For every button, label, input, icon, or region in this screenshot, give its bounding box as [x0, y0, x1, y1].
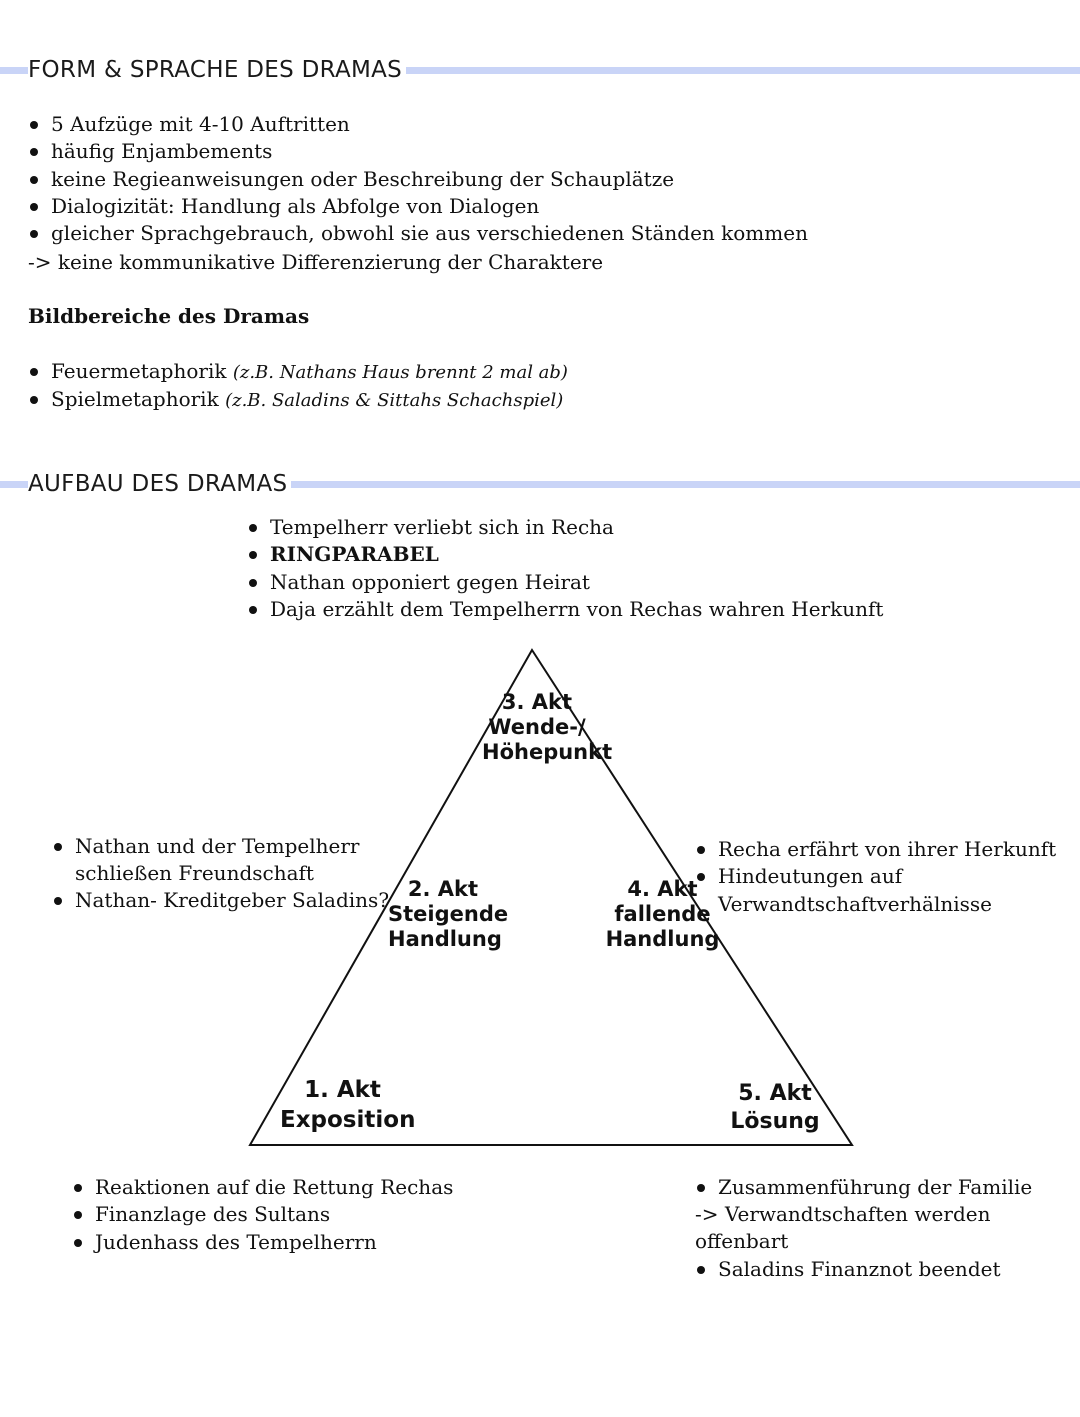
resolution-notes: Zusammenführung der Familie: [695, 1174, 1032, 1201]
rising-action-notes-2: Nathan- Kreditgeber Saladins?: [52, 887, 389, 914]
list-item: Daja erzählt dem Tempelherrn von Rechas …: [247, 596, 883, 623]
rising-action-note-continuation: schließen Freundschaft: [75, 861, 314, 885]
pyramid-triangle: [248, 648, 854, 1146]
list-item: häufig Enjambements: [28, 138, 808, 165]
act-3-label: 3. Akt Wende-/ Höhepunkt: [482, 690, 613, 764]
act-2-label: 2. Akt Steigende Handlung: [388, 877, 509, 951]
list-item: gleicher Sprachgebrauch, obwohl sie aus …: [28, 220, 808, 247]
metaphor-term: Feuermetaphorik: [51, 359, 227, 383]
form-bullet-list: 5 Aufzüge mit 4-10 Auftritten häufig Enj…: [28, 111, 808, 247]
rising-action-notes: Nathan und der Tempelherr: [52, 833, 359, 860]
act-5-label: 5. Akt Lösung: [730, 1081, 820, 1134]
list-item: 5 Aufzüge mit 4-10 Auftritten: [28, 111, 808, 138]
bildbereiche-heading: Bildbereiche des Dramas: [28, 304, 310, 328]
resolution-arrow-continuation: offenbart: [695, 1229, 789, 1253]
list-item: Feuermetaphorik (z.B. Nathans Haus brenn…: [28, 358, 568, 386]
list-item: Nathan opponiert gegen Heirat: [247, 569, 883, 596]
list-item: Dialogizität: Handlung als Abfolge von D…: [28, 193, 808, 220]
list-item: RINGPARABEL: [247, 541, 883, 568]
list-item: Finanzlage des Sultans: [72, 1201, 453, 1228]
section-heading-aufbau: AUFBAU DES DRAMAS: [28, 470, 292, 498]
falling-action-notes: Recha erfährt von ihrer Herkunft Hindeut…: [695, 836, 1056, 891]
list-item: keine Regieanweisungen oder Beschreibung…: [28, 166, 808, 193]
bildbereiche-list: Feuermetaphorik (z.B. Nathans Haus brenn…: [28, 358, 568, 415]
section-rule-aufbau: [0, 481, 1080, 488]
list-item: Judenhass des Tempelherrn: [72, 1229, 453, 1256]
list-item: Saladins Finanznot beendet: [695, 1256, 1001, 1283]
list-item: Nathan- Kreditgeber Saladins?: [52, 887, 389, 914]
metaphor-term: Spielmetaphorik: [51, 387, 219, 412]
section-heading-form: FORM & SPRACHE DES DRAMAS: [28, 56, 407, 84]
exposition-notes: Reaktionen auf die Rettung Rechas Finanz…: [72, 1174, 453, 1256]
section-rule-form: [0, 67, 1080, 74]
metaphor-example: (z.B. Nathans Haus brennt 2 mal ab): [232, 362, 568, 383]
list-item: Zusammenführung der Familie: [695, 1174, 1032, 1201]
form-conclusion: -> keine kommunikative Differenzierung d…: [28, 250, 604, 274]
resolution-notes-2: Saladins Finanznot beendet: [695, 1256, 1001, 1283]
list-item: Reaktionen auf die Rettung Rechas: [72, 1174, 453, 1201]
list-item: Tempelherr verliebt sich in Recha: [247, 514, 883, 541]
list-item: Recha erfährt von ihrer Herkunft: [695, 836, 1056, 863]
act-1-label: 1. Akt Exposition: [280, 1077, 416, 1133]
climax-notes: Tempelherr verliebt sich in Recha RINGPA…: [247, 514, 883, 623]
metaphor-example: (z.B. Saladins & Sittahs Schachspiel): [225, 390, 564, 412]
list-item: Nathan und der Tempelherr: [52, 833, 359, 860]
list-item: Spielmetaphorik (z.B. Saladins & Sittahs…: [28, 386, 568, 414]
act-4-label: 4. Akt fallende Handlung: [605, 877, 720, 951]
list-item: Hindeutungen auf: [695, 863, 1056, 890]
falling-action-note-continuation: Verwandtschaftverhälnisse: [718, 892, 993, 916]
resolution-arrow-line: -> Verwandtschaften werden: [695, 1202, 991, 1226]
